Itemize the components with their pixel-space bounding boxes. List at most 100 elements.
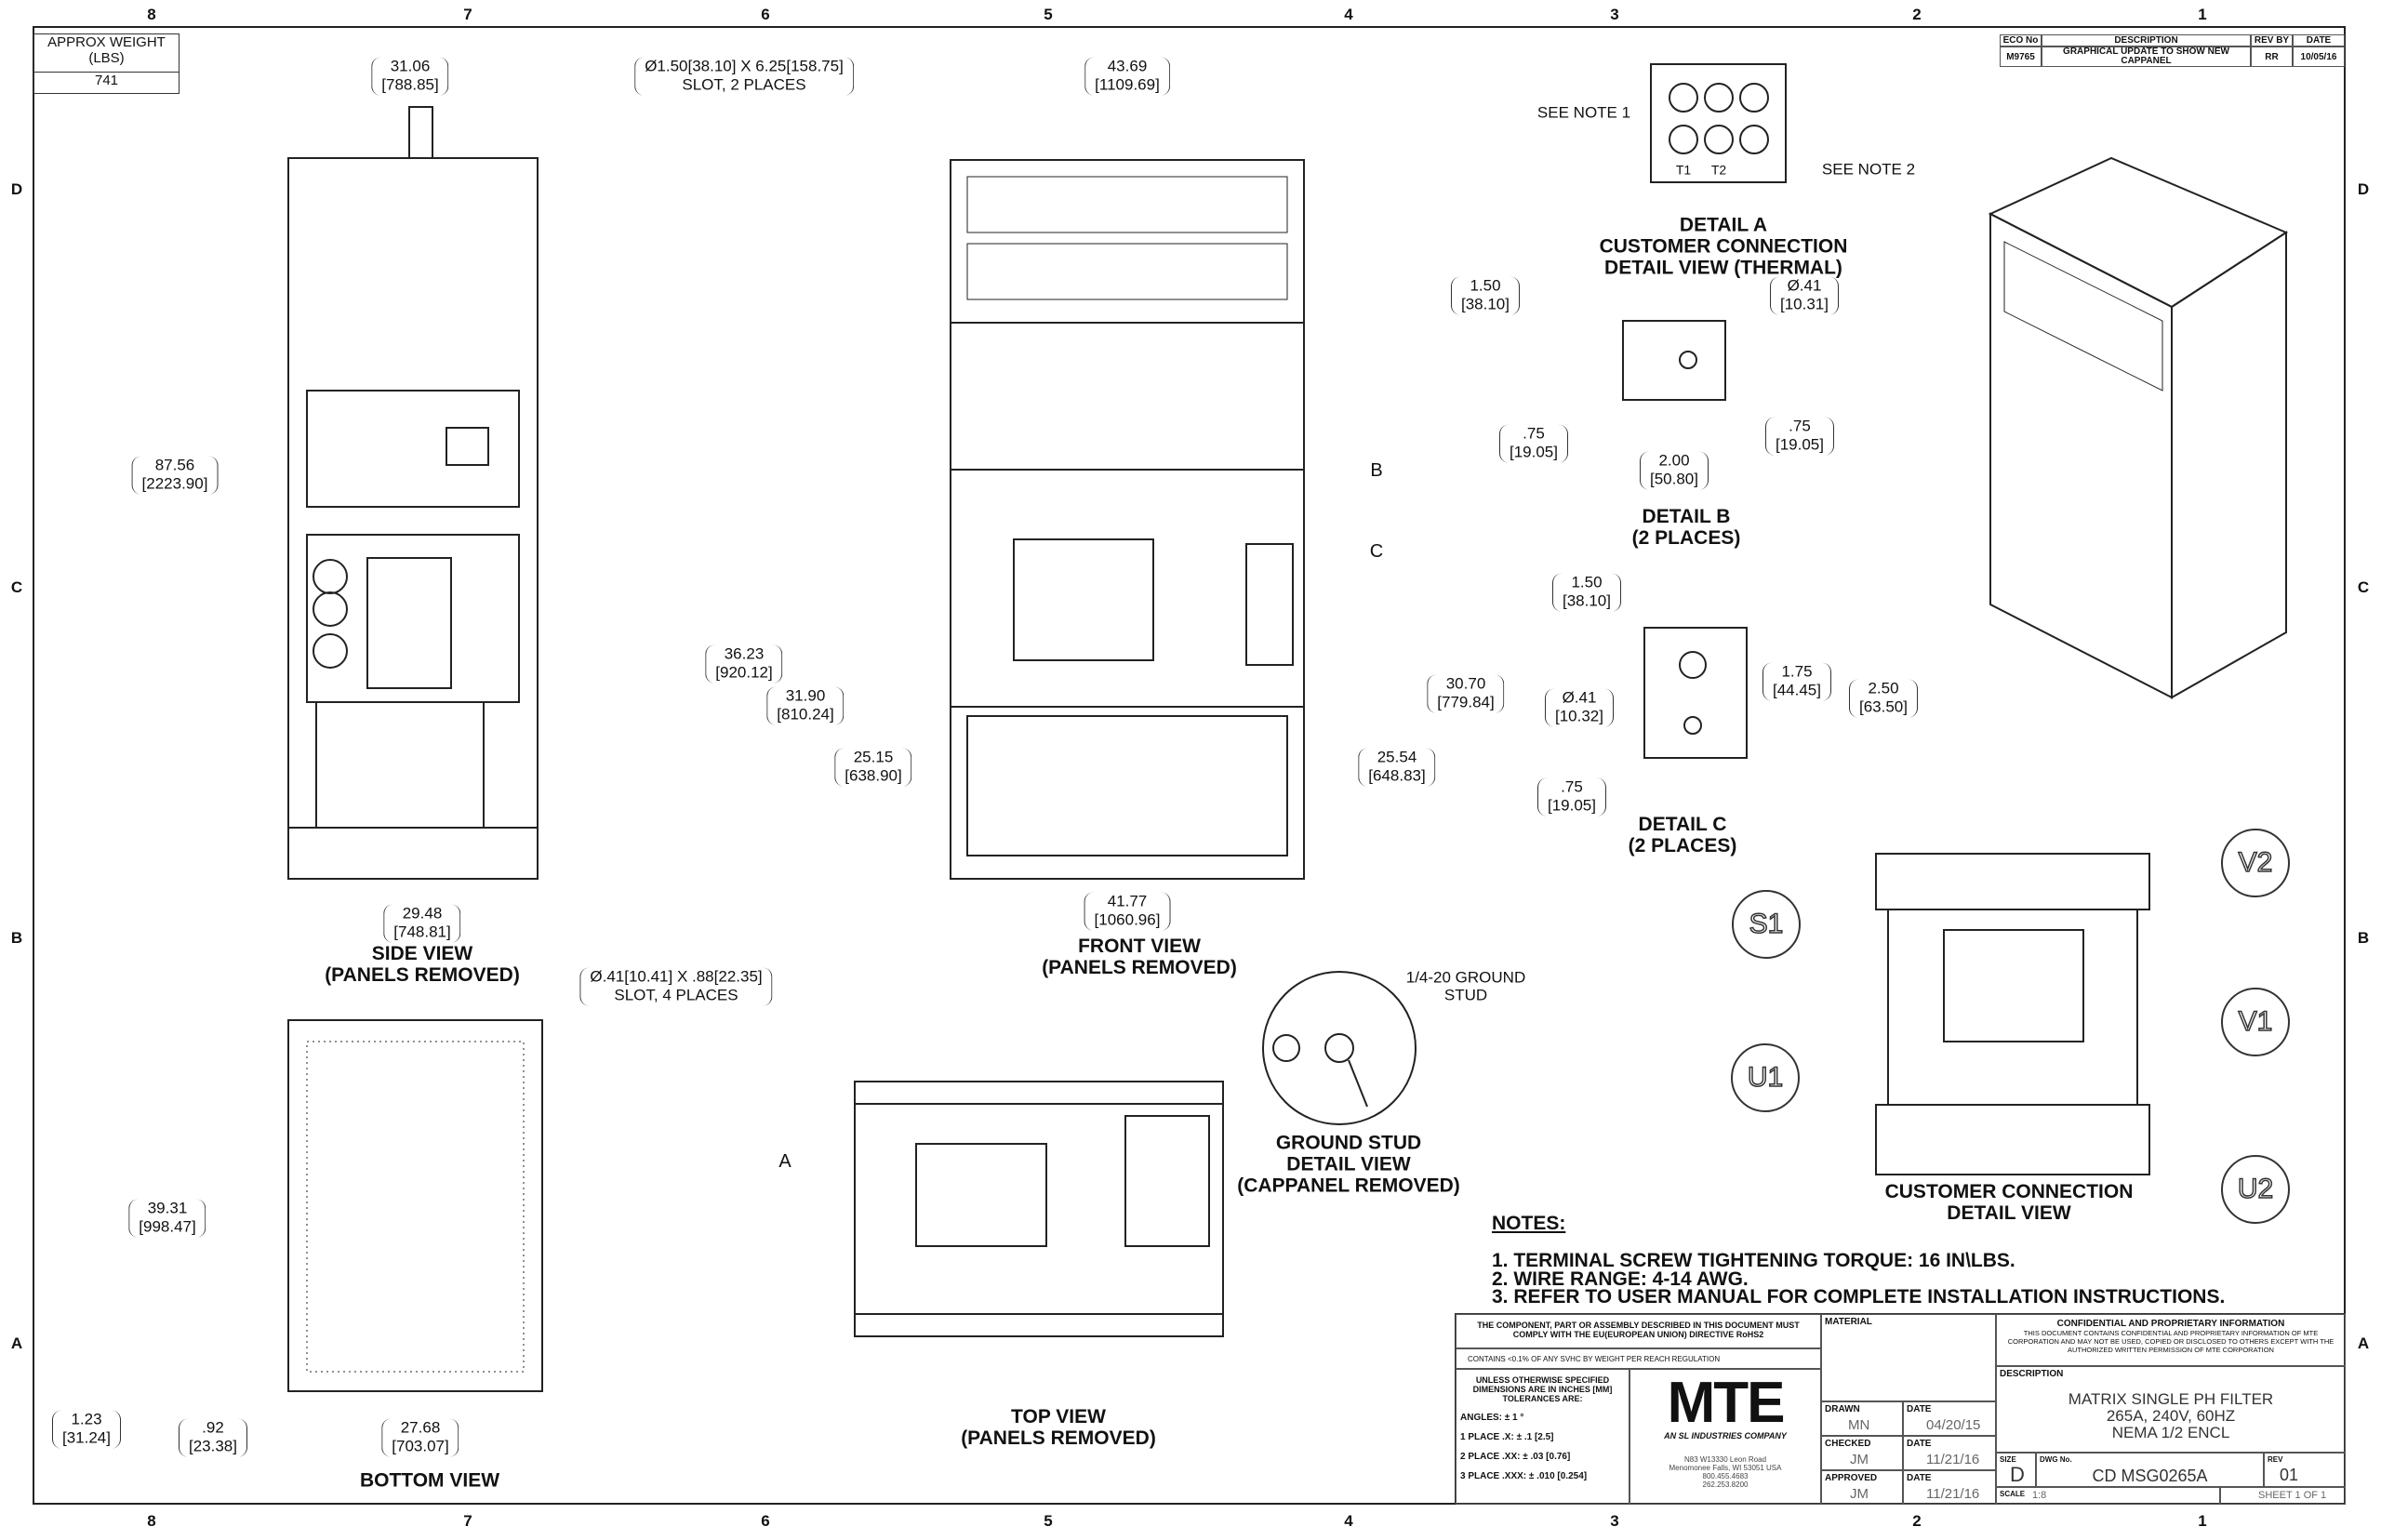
zone-row-letter: D: [2357, 180, 2370, 198]
sheet-border: [33, 26, 2346, 1505]
company-tagline: AN SL INDUSTRIES COMPANY: [1664, 1431, 1787, 1440]
side-width-bottom-dim: 29.48[748.81]: [383, 904, 461, 943]
top-view-title: TOP VIEW(PANELS REMOVED): [961, 1405, 1156, 1449]
detail-b-dim-d: .75[19.05]: [1765, 417, 1834, 456]
front-dim-4: 30.70[779.84]: [1427, 674, 1505, 713]
front-dim-5: 25.54[648.83]: [1358, 748, 1436, 787]
zone-number: 3: [1610, 6, 1619, 23]
zone-number: 6: [761, 1512, 770, 1530]
note-item: 3. REFER TO USER MANUAL FOR COMPLETE INS…: [1492, 1286, 2226, 1308]
zone-number: 3: [1610, 1512, 1619, 1530]
customer-connection-drawing: [1875, 853, 2150, 1175]
revision-date: 10/05/16: [2293, 46, 2345, 67]
note-item: 1. TERMINAL SCREW TIGHTENING TORQUE: 16 …: [1492, 1250, 2015, 1271]
front-width-top-dim: 43.69[1109.69]: [1084, 57, 1170, 96]
detail-b-dim-b: .75[19.05]: [1499, 424, 1568, 463]
zone-row-letter: A: [2357, 1334, 2370, 1352]
detail-b-dim-a: 1.50[38.10]: [1451, 276, 1520, 315]
reach-statement: CONTAINS <0.1% OF ANY SVHC BY WEIGHT PER…: [1456, 1348, 1821, 1369]
side-view-drawing: [287, 106, 539, 880]
zone-number: 2: [1912, 1512, 1922, 1530]
tolerances: UNLESS OTHERWISE SPECIFIED DIMENSIONS AR…: [1456, 1369, 1629, 1505]
zone-number: 7: [463, 6, 472, 23]
detail-a-drawing: [1650, 63, 1787, 183]
zone-row-letter: C: [2357, 578, 2370, 596]
terminal-t2: T2: [1710, 162, 1727, 178]
top-view-drawing: [854, 1081, 1224, 1337]
zone-number: 6: [761, 6, 770, 23]
detail-c-dim-b: 1.75[44.45]: [1762, 662, 1831, 701]
side-slot-dim: Ø1.50[38.10] X 6.25[158.75]SLOT, 2 PLACE…: [634, 57, 854, 96]
bottom-view-drawing: [287, 1019, 543, 1392]
terminal-u1-callout: U1: [1731, 1043, 1800, 1112]
revision-by: RR: [2251, 46, 2293, 67]
bottom-dim-a: 1.23[31.24]: [52, 1410, 121, 1449]
rev-header: DESCRIPTION: [2042, 34, 2251, 46]
detail-b-title: DETAIL B(2 PLACES): [1631, 505, 1741, 549]
side-height-dim: 87.56[2223.90]: [131, 456, 219, 495]
zone-number: 5: [1044, 6, 1053, 23]
front-dim-2: 31.90[810.24]: [766, 686, 845, 725]
detail-b-hole-dim: Ø.41[10.31]: [1770, 276, 1839, 315]
zone-row-letter: B: [10, 929, 23, 947]
eco-number: M9765: [2000, 46, 2042, 67]
terminal-t1: T1: [1675, 162, 1692, 178]
zone-row-letter: D: [10, 180, 23, 198]
rev-header: ECO No: [2000, 34, 2042, 46]
zone-number: 4: [1344, 6, 1353, 23]
front-view-drawing: [950, 159, 1305, 880]
front-view-title: FRONT VIEW(PANELS REMOVED): [1042, 935, 1237, 978]
bottom-height-dim: 39.31[998.47]: [128, 1199, 206, 1238]
zone-row-letter: B: [2357, 929, 2370, 947]
front-dim-3: 25.15[638.90]: [834, 748, 912, 787]
callout-b: B: [1370, 460, 1383, 481]
see-note-2: SEE NOTE 2: [1821, 160, 1916, 179]
detail-b-dim-c: 2.00[50.80]: [1640, 451, 1709, 490]
zone-number: 1: [2198, 6, 2207, 23]
bottom-width-dim: 27.68[703.07]: [381, 1418, 459, 1457]
zone-number: 4: [1344, 1512, 1353, 1530]
detail-c-title: DETAIL C(2 PLACES): [1628, 813, 1737, 856]
detail-b-drawing: [1622, 320, 1726, 401]
bottom-slot-dim: Ø.41[10.41] X .88[22.35]SLOT, 4 PLACES: [579, 967, 773, 1006]
material-cell: MATERIAL: [1821, 1314, 1996, 1401]
ground-stud-drawing: [1262, 971, 1417, 1125]
weight-value: 741: [94, 73, 119, 88]
front-dim-1: 36.23[920.12]: [705, 644, 783, 684]
rev-header: REV BY: [2251, 34, 2293, 46]
terminal-u2-callout: U2: [2221, 1155, 2290, 1224]
drawing-number-cell: DWG No.CD MSG0265A: [2036, 1453, 2264, 1487]
company-logo-area: MTE AN SL INDUSTRIES COMPANY N83 W13330 …: [1629, 1369, 1821, 1505]
front-width-bottom-dim: 41.77[1060.96]: [1084, 892, 1171, 931]
side-width-top-dim: 31.06[788.85]: [371, 57, 449, 96]
zone-number: 5: [1044, 1512, 1053, 1530]
weight-label: APPROX WEIGHT (LBS): [34, 34, 179, 73]
confidential-notice: CONFIDENTIAL AND PROPRIETARY INFORMATION…: [1996, 1314, 2346, 1366]
see-note-1: SEE NOTE 1: [1536, 103, 1631, 122]
revision-description: GRAPHICAL UPDATE TO SHOW NEW CAPPANEL: [2042, 46, 2251, 67]
sheet-cell: SHEET 1 OF 1: [2220, 1487, 2346, 1505]
zone-row-letter: A: [10, 1334, 23, 1352]
mte-logo: MTE: [1667, 1371, 1786, 1435]
zone-number: 1: [2198, 1512, 2207, 1530]
detail-c-dim-c: 2.50[63.50]: [1849, 679, 1918, 718]
zone-number: 8: [147, 1512, 156, 1530]
notes-title: NOTES:: [1492, 1213, 1566, 1234]
terminal-v2-callout: V2: [2221, 829, 2290, 897]
zone-number: 8: [147, 6, 156, 23]
detail-c-drawing: [1643, 627, 1748, 759]
